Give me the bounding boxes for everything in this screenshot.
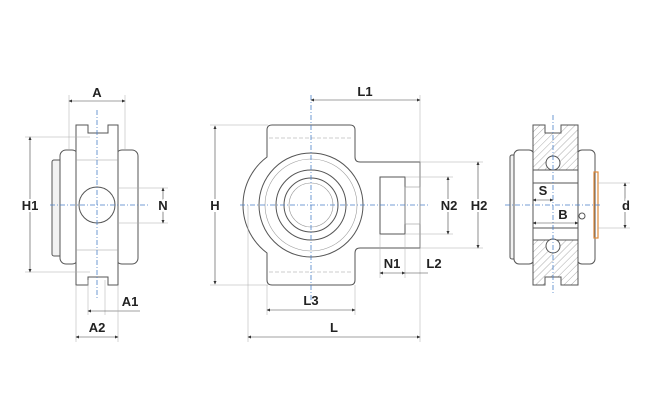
dim-label-a2: A2 xyxy=(89,320,106,335)
dim-label-h1: H1 xyxy=(22,198,39,213)
dim-label-l1: L1 xyxy=(357,84,372,99)
section-view: d S B xyxy=(505,115,632,295)
side-view: A H1 N A1 A2 xyxy=(20,85,170,342)
dim-label-l: L xyxy=(330,320,338,335)
dim-label-h: H xyxy=(210,198,219,213)
dim-label-n2: N2 xyxy=(441,198,458,213)
dim-label-n1: N1 xyxy=(384,256,401,271)
dim-label-s: S xyxy=(539,183,548,198)
dim-label-l3: L3 xyxy=(303,293,318,308)
dim-label-d: d xyxy=(622,198,630,213)
dim-label-a: A xyxy=(92,85,102,100)
dim-label-l2: L2 xyxy=(426,256,441,271)
dim-label-a1: A1 xyxy=(122,294,139,309)
dim-label-b: B xyxy=(558,207,567,222)
dim-label-n: N xyxy=(158,198,167,213)
front-view: L1 H N2 H2 N1 L2 L3 L xyxy=(208,84,489,342)
dim-label-h2: H2 xyxy=(471,198,488,213)
